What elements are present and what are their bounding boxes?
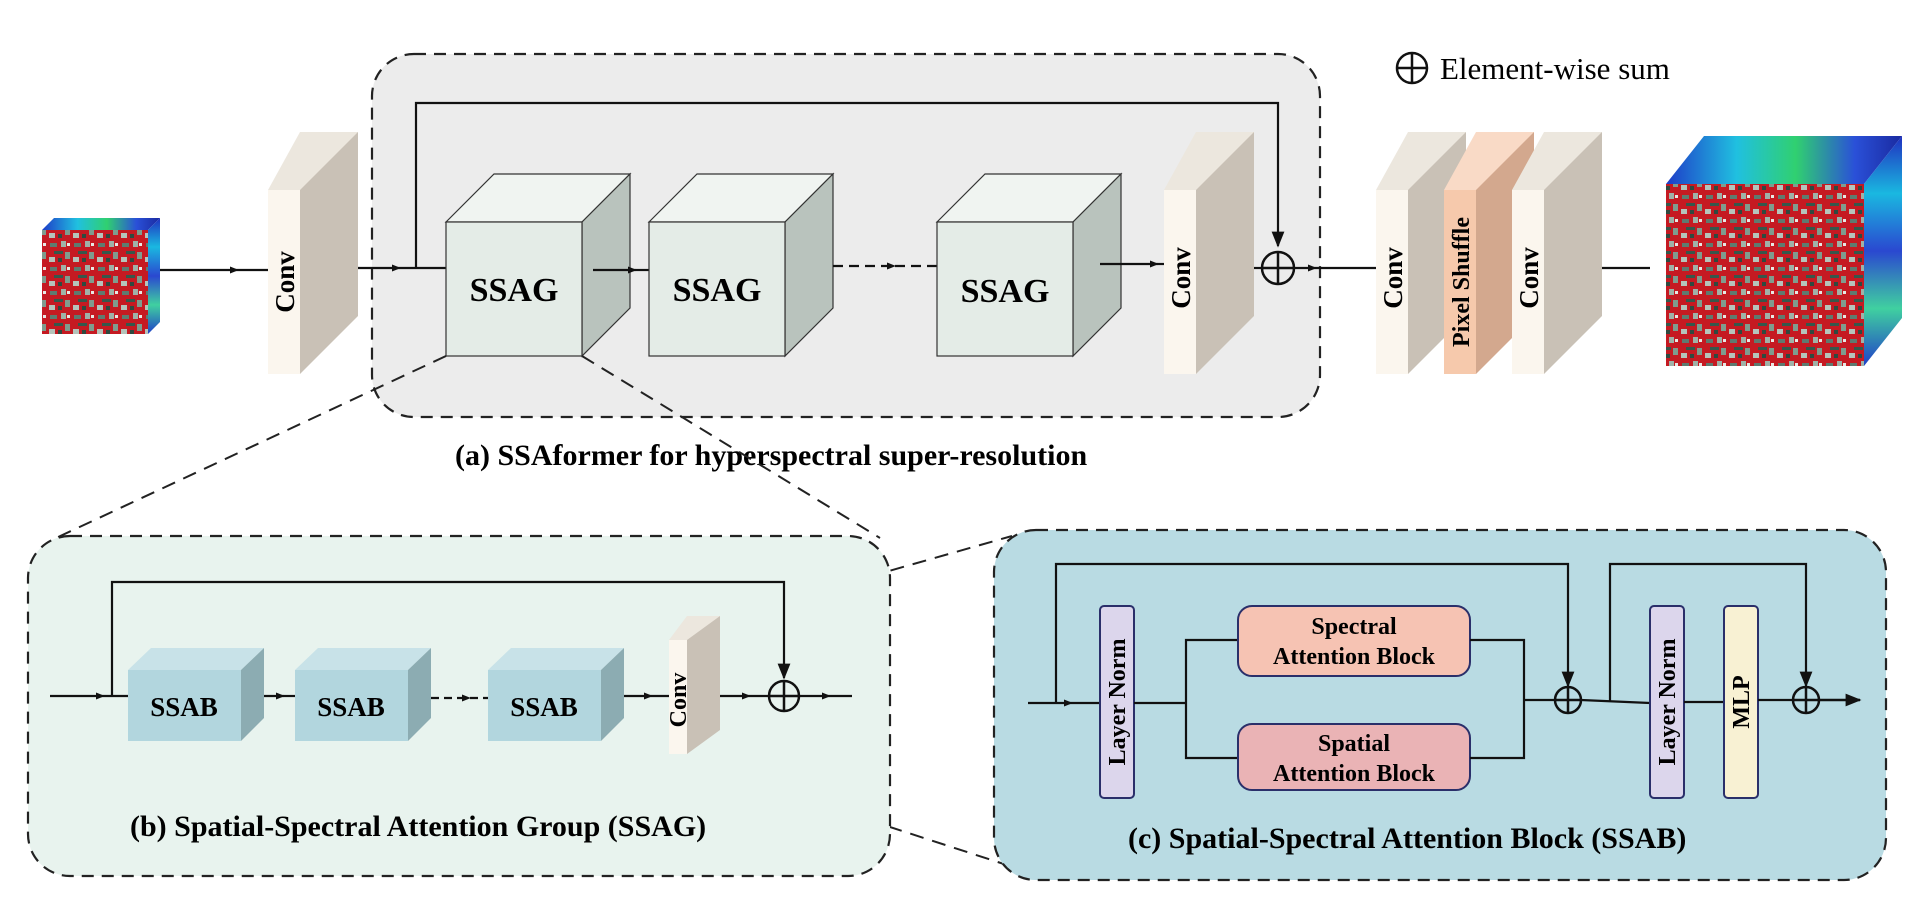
panel-a-caption: (a) SSAformer for hyperspectral super-re… — [455, 439, 1087, 472]
element-wise-sum-icon — [1791, 685, 1821, 715]
layer-norm-1: Layer Norm — [1099, 605, 1135, 799]
legend: Element-wise sum — [1395, 51, 1670, 86]
panel-c: Layer Norm Spectral Attention Block Spat… — [992, 528, 1888, 882]
spatial-line-1: Spatial — [1318, 731, 1390, 757]
layer-norm-label: Layer Norm — [1105, 639, 1131, 766]
ssab-block-1: SSAB — [128, 648, 264, 741]
spectral-attention-block: Spectral Attention Block — [1237, 605, 1471, 677]
conv-layer-input: Conv — [268, 132, 358, 374]
ssab-label: SSAB — [150, 692, 218, 722]
output-hsi-image — [1666, 136, 1902, 366]
pixel-shuffle-label: Pixel Shuffle — [1449, 217, 1475, 347]
ssag-block-3: SSAG — [935, 172, 1123, 358]
element-wise-sum-icon — [767, 679, 801, 713]
ssag-label: SSAG — [470, 272, 559, 309]
conv-label: Conv — [1378, 247, 1408, 309]
conv-label: Conv — [666, 673, 692, 728]
spatial-attention-block: Spatial Attention Block — [1237, 723, 1471, 791]
conv-layer-upsample-2: Conv — [1512, 132, 1602, 374]
ssag-block-1: SSAG — [444, 172, 632, 358]
spectral-line-2: Attention Block — [1273, 644, 1436, 670]
panel-b: SSAB SSAB SSAB Conv — [26, 534, 892, 878]
layer-norm-2: Layer Norm — [1649, 605, 1685, 799]
conv-label: Conv — [270, 251, 300, 313]
panel-c-caption: (c) Spatial-Spectral Attention Block (SS… — [1128, 822, 1686, 855]
conv-label: Conv — [1514, 247, 1544, 309]
panel-b-container — [26, 534, 892, 878]
element-wise-sum-icon — [1260, 250, 1296, 286]
panel-b-caption: (b) Spatial-Spectral Attention Group (SS… — [130, 810, 706, 843]
conv-layer-ssag: Conv — [666, 616, 720, 754]
mlp-label: MLP — [1729, 675, 1755, 728]
conv-label: Conv — [1166, 247, 1196, 309]
element-wise-sum-icon — [1395, 51, 1429, 85]
ssag-label: SSAG — [961, 273, 1050, 310]
spectral-line-1: Spectral — [1311, 614, 1397, 640]
layer-norm-label: Layer Norm — [1655, 639, 1681, 766]
input-hsi-image — [42, 218, 160, 334]
ssab-label: SSAB — [317, 692, 385, 722]
panel-a: Conv SSAG SSAG SSAG — [42, 52, 1902, 472]
ssab-block-2: SSAB — [295, 648, 431, 741]
ssag-block-2: SSAG — [647, 172, 835, 358]
ssab-block-3: SSAB — [488, 648, 624, 741]
ssag-label: SSAG — [673, 272, 762, 309]
ssab-label: SSAB — [510, 692, 578, 722]
element-wise-sum-icon — [1553, 685, 1583, 715]
conv-layer-body: Conv — [1164, 132, 1254, 374]
spatial-line-2: Attention Block — [1273, 761, 1436, 787]
legend-text: Element-wise sum — [1440, 51, 1670, 86]
mlp-block: MLP — [1723, 605, 1759, 799]
